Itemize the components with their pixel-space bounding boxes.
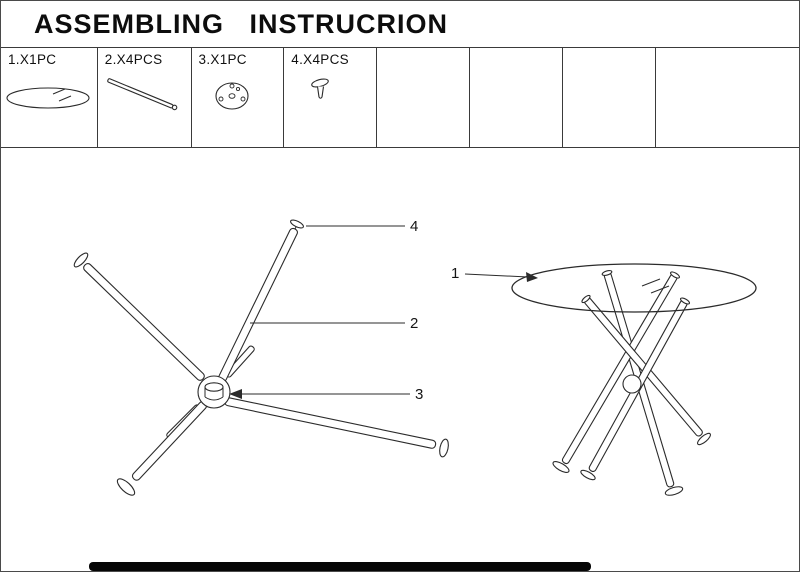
callout-3: 3	[229, 386, 423, 403]
assembled-leg-3	[584, 297, 703, 437]
leg-top-cap	[679, 297, 691, 305]
hub-disc-icon	[214, 82, 249, 110]
leg-top-cap	[670, 271, 680, 279]
assembled-foot	[552, 461, 570, 473]
parts-table: 1.X1PC 2.X4PCS 3.X1PC	[1, 48, 799, 148]
part-cell-7	[563, 48, 657, 147]
part-label	[470, 48, 562, 52]
callout-4: 4	[306, 218, 418, 235]
part-cell-8	[656, 48, 799, 147]
part-cell-2: 2.X4PCS	[98, 48, 192, 147]
callout-1: 1	[451, 265, 538, 282]
part-cell-5	[377, 48, 470, 147]
callout-3-number: 3	[415, 386, 423, 403]
callout-1-leader	[464, 273, 529, 278]
leg-top-cap	[581, 294, 591, 304]
callout-2-number: 2	[410, 315, 418, 332]
part-cell-3: 3.X1PC	[192, 48, 285, 147]
part-label	[563, 48, 656, 52]
part-cell-6	[470, 48, 563, 147]
leg-upper-right	[218, 227, 298, 383]
screw-cap-icon	[311, 78, 330, 99]
leg-lower-right	[224, 397, 437, 449]
leg-lower-left	[131, 401, 208, 481]
callout-1-number: 1	[451, 265, 459, 282]
part-label: 4.X4PCS	[291, 52, 349, 67]
leg-cap	[73, 252, 89, 268]
hub-exploded	[197, 375, 231, 409]
title-bar: ASSEMBLING INSTRUCRION	[1, 1, 799, 48]
assembled-foot	[697, 432, 711, 446]
assembled-view: 1	[451, 263, 757, 496]
assembly-diagram: 4 2 3	[73, 218, 757, 496]
part-cell-4: 4.X4PCS	[284, 48, 378, 147]
part-label: 2.X4PCS	[104, 52, 163, 67]
part-cell-1: 1.X1PC	[1, 48, 98, 147]
glass-top-assembled	[511, 263, 757, 313]
callout-3-arrowhead	[229, 389, 242, 399]
callout-1-arrowhead	[526, 272, 538, 282]
glass-top-icon	[6, 87, 90, 109]
part-label	[656, 48, 799, 52]
foot-pad-right	[439, 438, 449, 458]
diagram-area: 4 2 3	[1, 149, 799, 564]
assembled-foot	[664, 486, 684, 496]
scan-artifact-bar	[89, 562, 591, 571]
part-label	[377, 48, 469, 52]
part-label: 1.X1PC	[8, 52, 57, 67]
callout-4-number: 4	[410, 218, 418, 235]
callout-2: 2	[250, 315, 418, 332]
leg-top-cap	[601, 270, 613, 276]
foot-pad-left	[116, 478, 136, 496]
leg-tube-icon	[106, 78, 178, 111]
hub-assembled	[622, 374, 642, 394]
part-label: 3.X1PC	[198, 52, 247, 67]
screw-cap-exploded	[290, 219, 304, 230]
leg-upper-left	[83, 263, 205, 381]
page-title: ASSEMBLING INSTRUCRION	[34, 8, 449, 39]
assembled-foot	[580, 469, 596, 481]
exploded-view: 4 2 3	[73, 218, 449, 496]
